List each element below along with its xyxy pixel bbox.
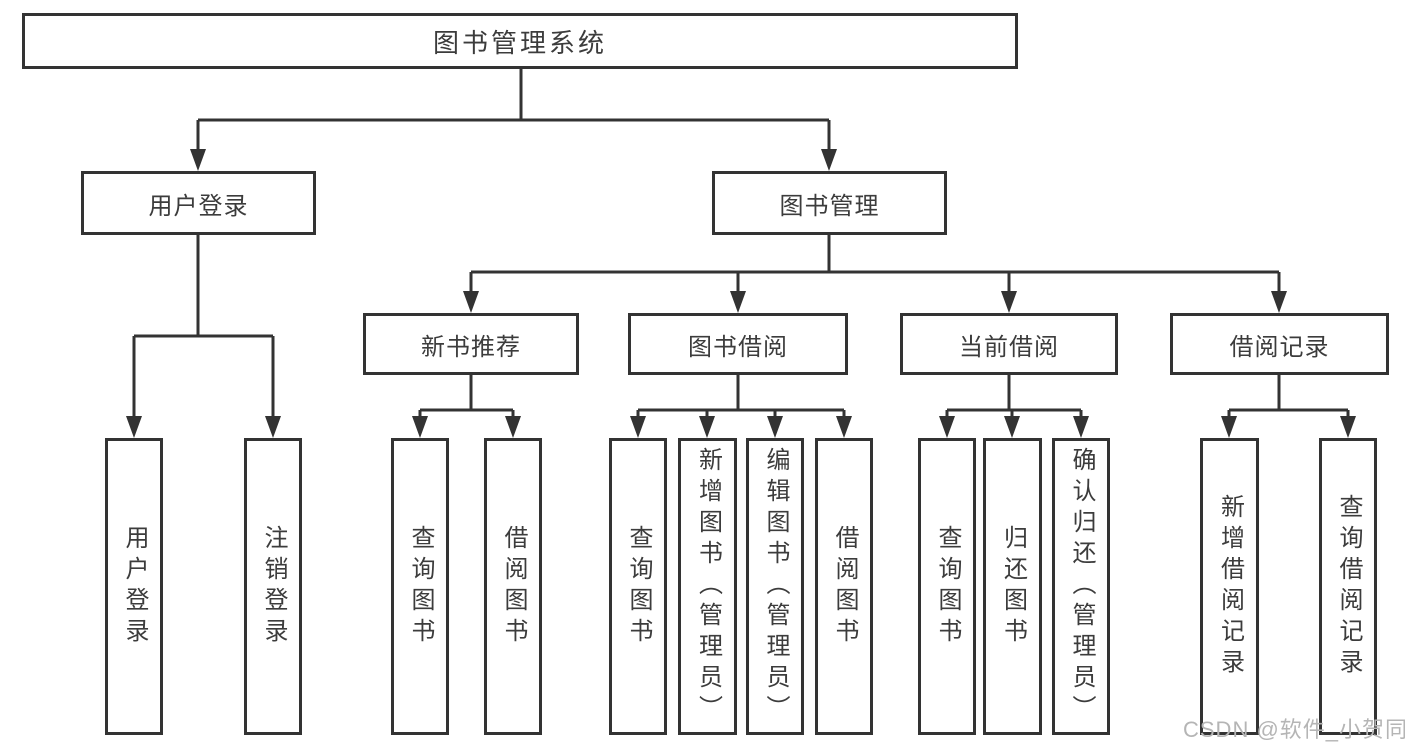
node-add-borrow-record: 新增借阅记录 <box>1200 438 1259 735</box>
node-user-login: 用户登录 <box>81 171 316 235</box>
node-borrow-books-recommend: 借阅图书 <box>484 438 542 735</box>
node-query-borrow-record: 查询借阅记录 <box>1319 438 1377 735</box>
node-query-books-recommend: 查询图书 <box>391 438 449 735</box>
node-confirm-return-admin: 确认归还（管理员） <box>1052 438 1110 735</box>
node-book-management: 图书管理 <box>712 171 947 235</box>
arrowheads <box>126 149 1356 438</box>
node-new-book-recommend: 新书推荐 <box>363 313 579 375</box>
node-borrow-books-borrowing: 借阅图书 <box>815 438 873 735</box>
node-current-borrowing: 当前借阅 <box>900 313 1118 375</box>
node-library-management-system: 图书管理系统 <box>22 13 1018 69</box>
node-book-borrowing: 图书借阅 <box>628 313 848 375</box>
connector-path <box>132 68 1350 430</box>
node-return-books: 归还图书 <box>983 438 1042 735</box>
node-add-books-admin: 新增图书（管理员） <box>678 438 737 735</box>
node-borrowing-records: 借阅记录 <box>1170 313 1389 375</box>
node-logout: 注销登录 <box>244 438 302 735</box>
node-query-books-current: 查询图书 <box>918 438 976 735</box>
node-edit-books-admin: 编辑图书（管理员） <box>746 438 804 735</box>
watermark: CSDN @软件_小贺同学 <box>1183 717 1405 742</box>
node-user-login-leaf: 用户登录 <box>105 438 163 735</box>
node-query-books-borrowing: 查询图书 <box>609 438 667 735</box>
